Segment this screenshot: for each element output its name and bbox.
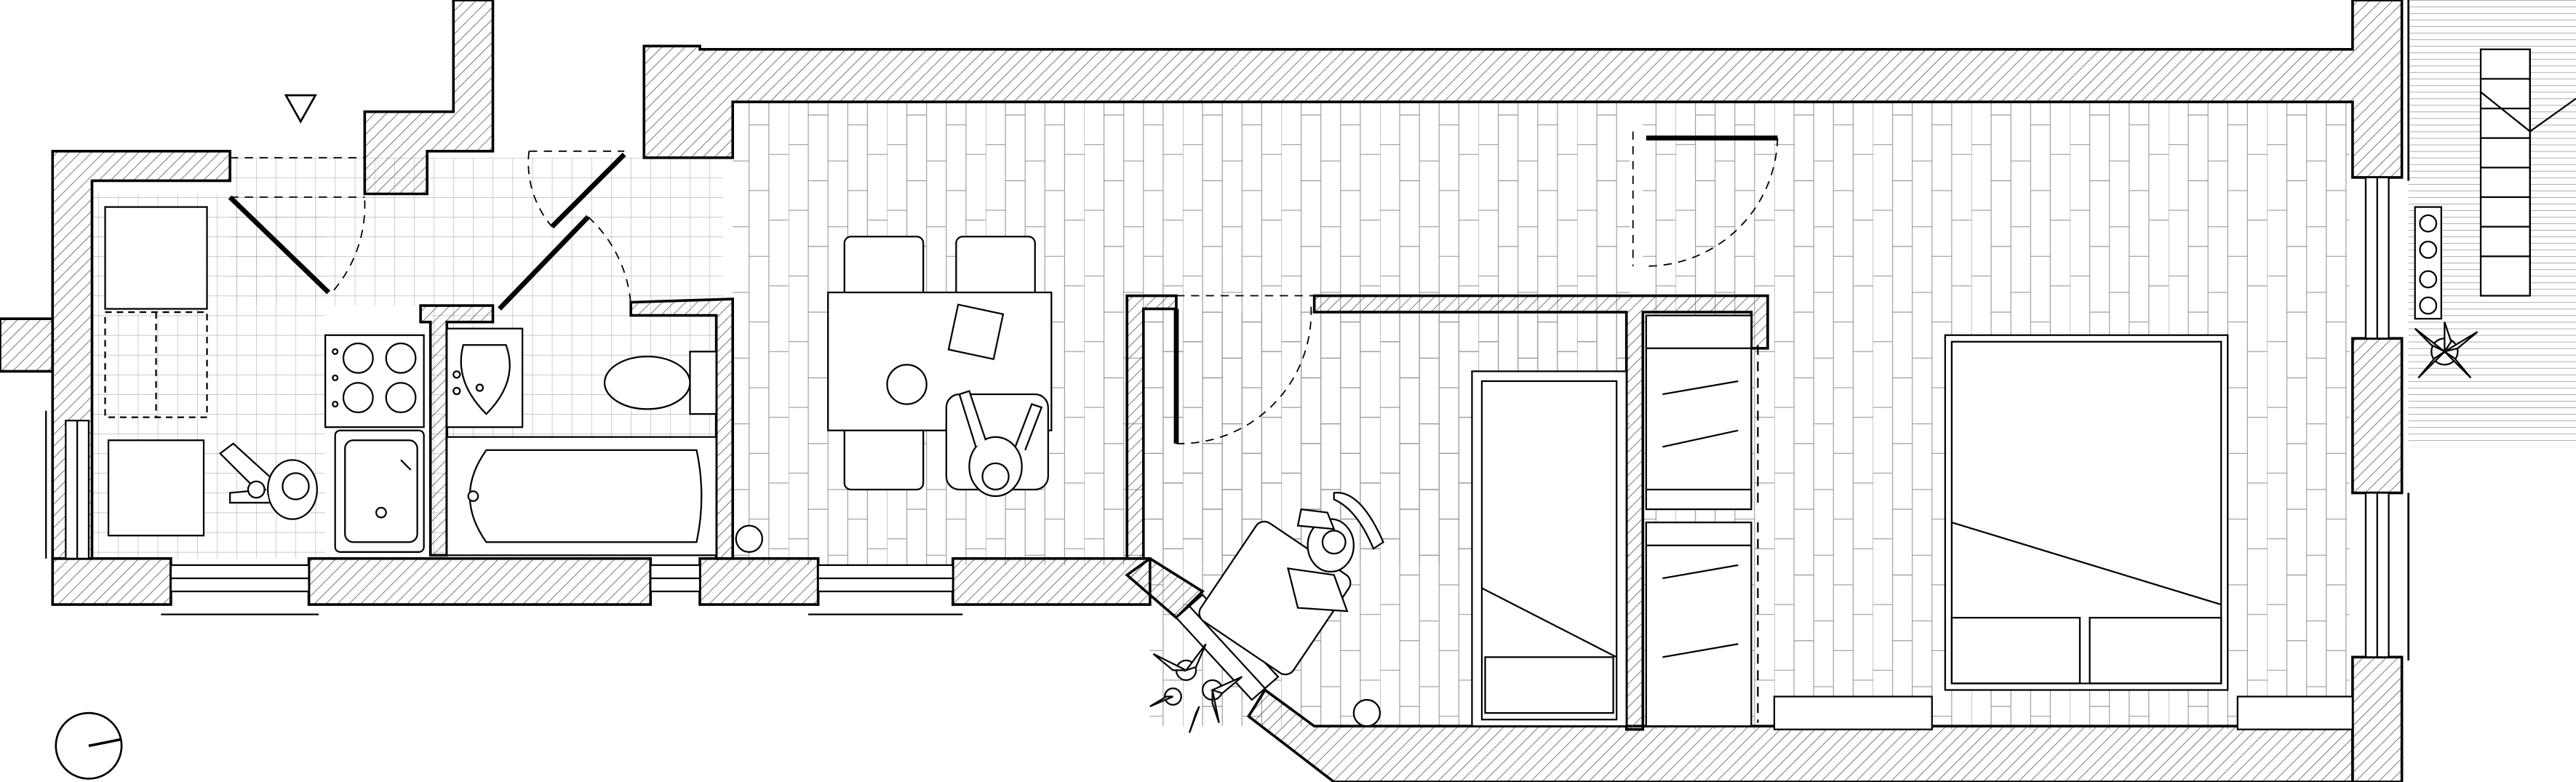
wall-east-middle <box>2351 337 2404 495</box>
wall-bath-north-east <box>629 298 735 560</box>
wall-diagonal-bay <box>1125 556 1205 620</box>
plate-on-table <box>886 364 928 405</box>
wall-south-living-east <box>952 557 1152 606</box>
plant-pot-living <box>735 524 763 553</box>
plant-outside-bay <box>1149 643 1243 733</box>
wall-south-bath <box>307 557 653 606</box>
bedroom-furniture <box>1773 334 2354 730</box>
washbasin <box>446 327 524 428</box>
wardrobe-lower <box>1645 522 1759 727</box>
bathroom-door <box>498 215 632 311</box>
fridge <box>107 439 205 537</box>
kitchen-sink <box>334 429 425 553</box>
staircase <box>2479 48 2576 297</box>
hall-door <box>527 150 626 229</box>
window-kitchen-south <box>161 564 319 615</box>
armchair <box>1198 492 1384 676</box>
toilet <box>603 351 717 415</box>
wall-study-north-east <box>1312 294 1769 731</box>
window-bath-south <box>650 564 701 593</box>
balcony <box>1149 0 2576 733</box>
entrance-triangle-icon <box>284 94 317 124</box>
plant-balcony-small <box>2414 206 2442 320</box>
chair-bottom-left <box>843 423 925 491</box>
plant-balcony-large <box>2414 322 2479 379</box>
plant-pot-study <box>1352 698 1381 727</box>
person-kitchen <box>218 442 318 520</box>
doors <box>228 131 1779 444</box>
person-dining <box>945 390 1049 498</box>
double-bed <box>1944 334 2229 691</box>
cooktop <box>324 334 425 428</box>
entrance-door <box>228 156 366 295</box>
wall-south-living <box>698 557 820 606</box>
window-east-upper <box>2364 176 2390 340</box>
symbols <box>55 94 317 780</box>
wall-hall-north <box>363 0 495 196</box>
wall-north <box>642 0 2404 179</box>
kitchen-cabinet <box>104 206 208 418</box>
study-furniture <box>1198 314 1759 727</box>
bedroom-door <box>1632 131 1779 267</box>
window-west <box>45 410 90 559</box>
kitchen-furniture <box>104 206 425 553</box>
bathtub <box>446 436 717 556</box>
bedroom-south-niche <box>1773 695 2354 730</box>
living-furniture <box>735 236 1053 553</box>
study-door <box>1173 295 1315 444</box>
bathroom-fixtures <box>446 327 717 556</box>
window-east-lower <box>2364 492 2390 658</box>
paper-on-table <box>947 303 1005 361</box>
wall-south-kitchen <box>51 557 172 606</box>
wall-kitchen-west-stub <box>0 317 55 373</box>
wall-east-south <box>2351 655 2404 782</box>
compass-icon <box>55 711 123 780</box>
window-living-south <box>808 564 963 615</box>
wardrobe-upper <box>1645 314 1759 511</box>
windows <box>45 176 2390 701</box>
hall-tile-floor <box>230 157 723 306</box>
single-bed <box>1471 370 1627 727</box>
